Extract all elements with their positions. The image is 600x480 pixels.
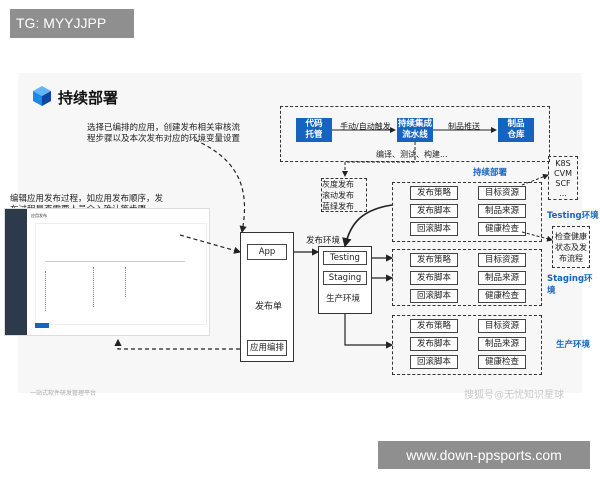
screenshot-brand: 应用发布 [31,213,47,218]
env-cell-right: 目标资源 [478,253,526,267]
pipeline-node-artifacts: 制品仓库 [498,118,534,142]
env-cell-left: 发布脚本 [410,204,458,218]
env-cell-right: 目标资源 [478,186,526,200]
env-panel-title: 发布环境 [306,236,341,246]
trigger-label: 手动/自动触发 [340,122,391,131]
screenshot-panel [35,223,207,325]
tg-tag: TG: MYYJJPP [10,9,134,38]
pipeline-label: 持续部署 [473,168,508,178]
note-top: 选择已编排的应用，创建发布相关审核流程步骤以及本次发布对应的环境变量设置 [87,123,241,144]
env-cell-left: 回滚脚本 [410,289,458,303]
pipeline-sub: 编译、测试、构建... [376,150,448,159]
env-cell-right: 健康检查 [478,289,526,303]
env-cell-right: 健康检查 [478,355,526,369]
env-cell-right: 健康检查 [478,222,526,236]
env-cell-right: 制品来源 [478,271,526,285]
env-cell-left: 发布策略 [410,319,458,333]
screenshot-sidebar [5,209,27,335]
env-cell-left: 发布策略 [410,186,458,200]
testing-env-label: Testing环境 [547,211,599,221]
staging-env-label: Staging环境 [547,274,593,296]
env-cell-left: 发布脚本 [410,271,458,285]
env-prod: 生产环境 [326,294,361,304]
env-cell-left: 发布脚本 [410,337,458,351]
slide-footer: 一站式软件研发管理平台 [30,390,97,397]
orchestrate-box: 应用编排 [247,340,287,356]
prod-env-label: 生产环境 [556,340,591,350]
env-cell-right: 制品来源 [478,337,526,351]
watermark: 搜狐号@无忧知识星球 [464,390,564,401]
env-cell-right: 制品来源 [478,204,526,218]
site-banner: www.down-ppsports.com [378,441,590,469]
app-box: App [247,244,287,260]
slide-title: 持续部署 [58,89,119,107]
env-cell-left: 发布策略 [410,253,458,267]
strategy-box: 灰度发布滚动发布蓝绿发布 [321,178,367,212]
pipeline-node-ci: 持续集成流水线 [397,118,433,142]
screenshot-save-button [35,323,49,328]
cube-icon [33,86,51,106]
testing-group [392,182,542,242]
push-label: 制品推送 [448,122,480,131]
env-staging: Staging [323,271,367,285]
release-ui-screenshot: 应用发布 [4,208,210,336]
pipeline-node-repo: 代码托管 [296,118,332,142]
env-testing: Testing [323,251,367,265]
health-note: 检查健康状态及发布流程 [552,226,590,268]
env-cell-left: 回滚脚本 [410,222,458,236]
env-cell-left: 回滚脚本 [410,355,458,369]
release-label: 发布单 [255,302,283,312]
env-cell-right: 目标资源 [478,319,526,333]
